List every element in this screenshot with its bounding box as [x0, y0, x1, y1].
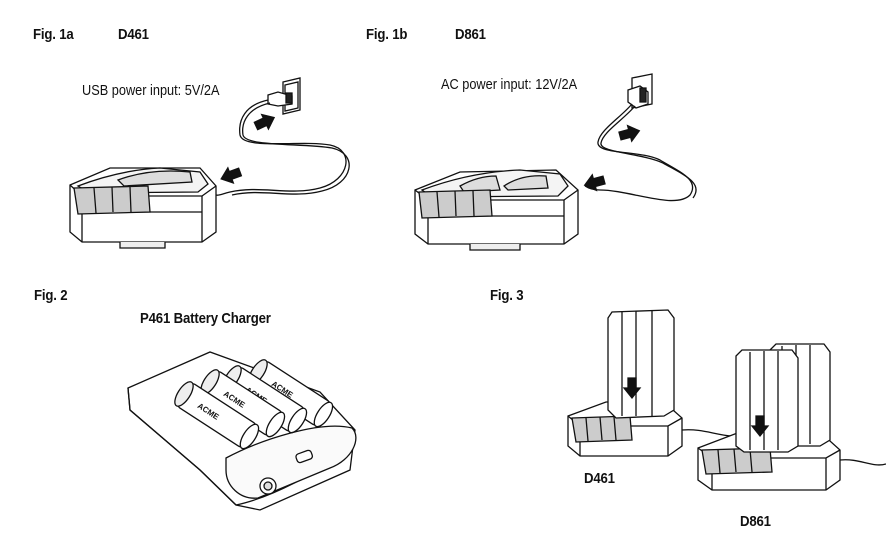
fig3-illustration [568, 310, 886, 490]
fig1a-label: Fig. 1a [33, 26, 74, 43]
fig3-model-a: D461 [584, 470, 615, 487]
fig2-illustration: ACME ACME ACME ACME [128, 352, 356, 510]
fig1b-label: Fig. 1b [366, 26, 408, 43]
fig1a-illustration [70, 78, 349, 248]
ac-adapter-icon [628, 86, 648, 108]
fig2-label: Fig. 2 [34, 287, 68, 304]
fig1b-caption: AC power input: 12V/2A [441, 76, 578, 93]
fig3-label: Fig. 3 [490, 287, 524, 304]
fig1a-caption: USB power input: 5V/2A [82, 82, 220, 99]
fig1a-model: D461 [118, 26, 149, 43]
usb-port-icon [295, 450, 313, 464]
usb-plug-icon [268, 92, 292, 106]
fig2-title: P461 Battery Charger [140, 310, 271, 327]
fig3-model-b: D861 [740, 513, 771, 530]
battery-cells: ACME ACME ACME ACME [171, 357, 336, 452]
fig1b-illustration [415, 74, 696, 250]
fig1b-model: D861 [455, 26, 486, 43]
